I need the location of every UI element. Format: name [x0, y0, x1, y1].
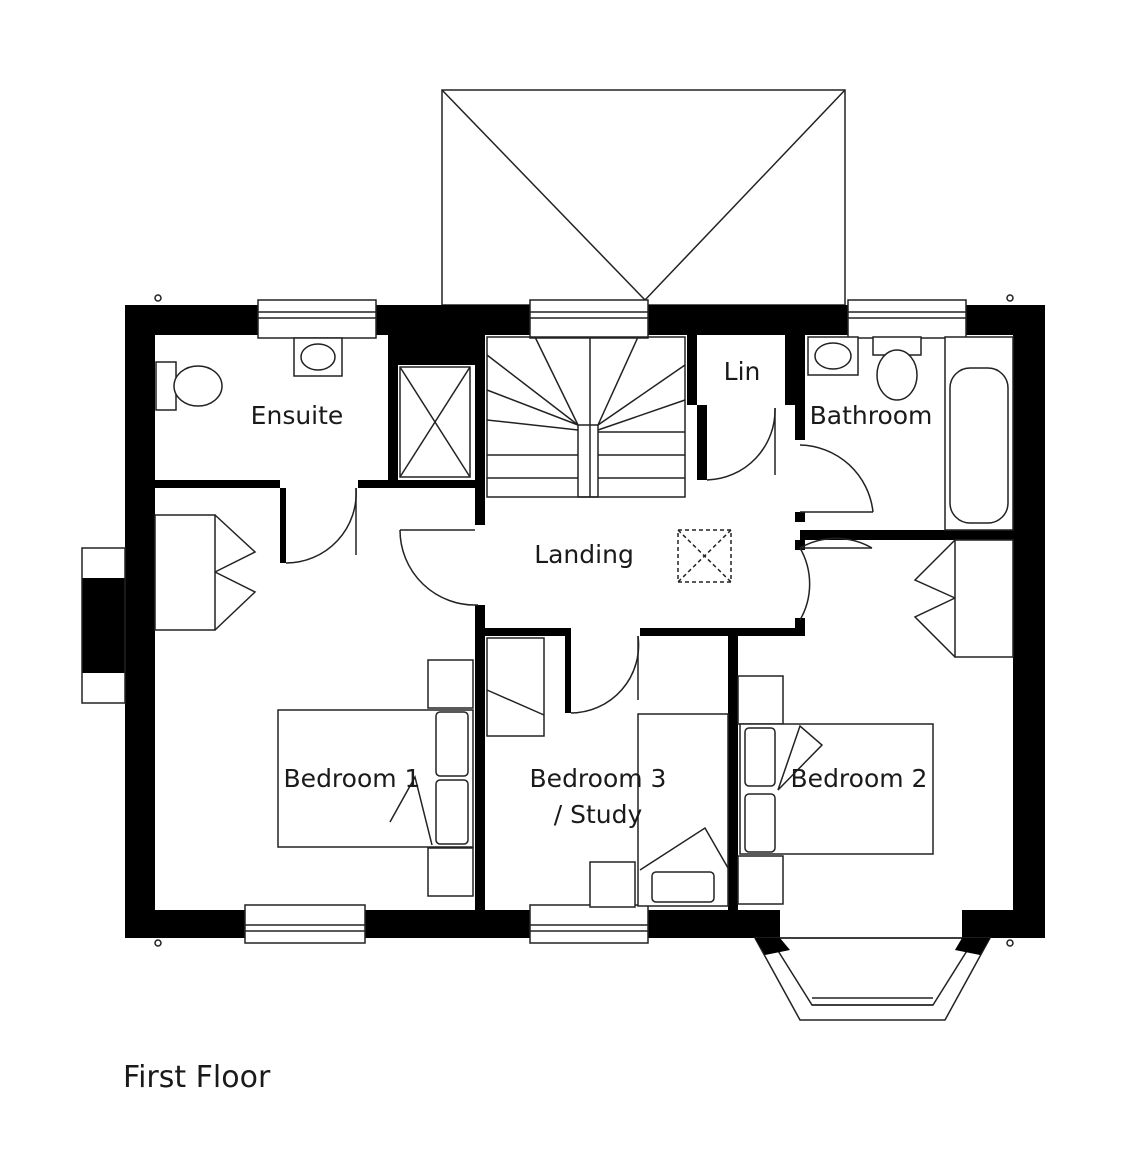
label-bedroom3-line2: / Study: [554, 800, 643, 829]
label-bedroom1: Bedroom 1: [284, 764, 421, 793]
external-lights: [154, 294, 1014, 947]
ensuite-fixtures: [155, 337, 471, 478]
bedroom3-bed: [589, 713, 729, 908]
roof-outline: [441, 89, 846, 306]
label-lin: Lin: [724, 357, 761, 386]
doors: [285, 407, 874, 714]
label-bathroom: Bathroom: [810, 401, 933, 430]
loft-hatch: [677, 529, 732, 583]
label-landing: Landing: [534, 540, 634, 569]
wardrobes: [154, 514, 1014, 737]
floor-caption: First Floor: [123, 1060, 271, 1095]
label-bedroom2: Bedroom 2: [791, 764, 928, 793]
label-ensuite: Ensuite: [251, 401, 344, 430]
interior-walls: [155, 335, 1013, 910]
bathroom-fixtures: [807, 336, 1014, 531]
bay-window: [753, 937, 992, 1021]
windows: [244, 299, 967, 944]
bedroom1-bed: [277, 659, 474, 897]
bedroom2-bed: [737, 675, 934, 905]
label-bedroom3-line1: Bedroom 3: [530, 764, 667, 793]
staircase: [486, 336, 686, 498]
